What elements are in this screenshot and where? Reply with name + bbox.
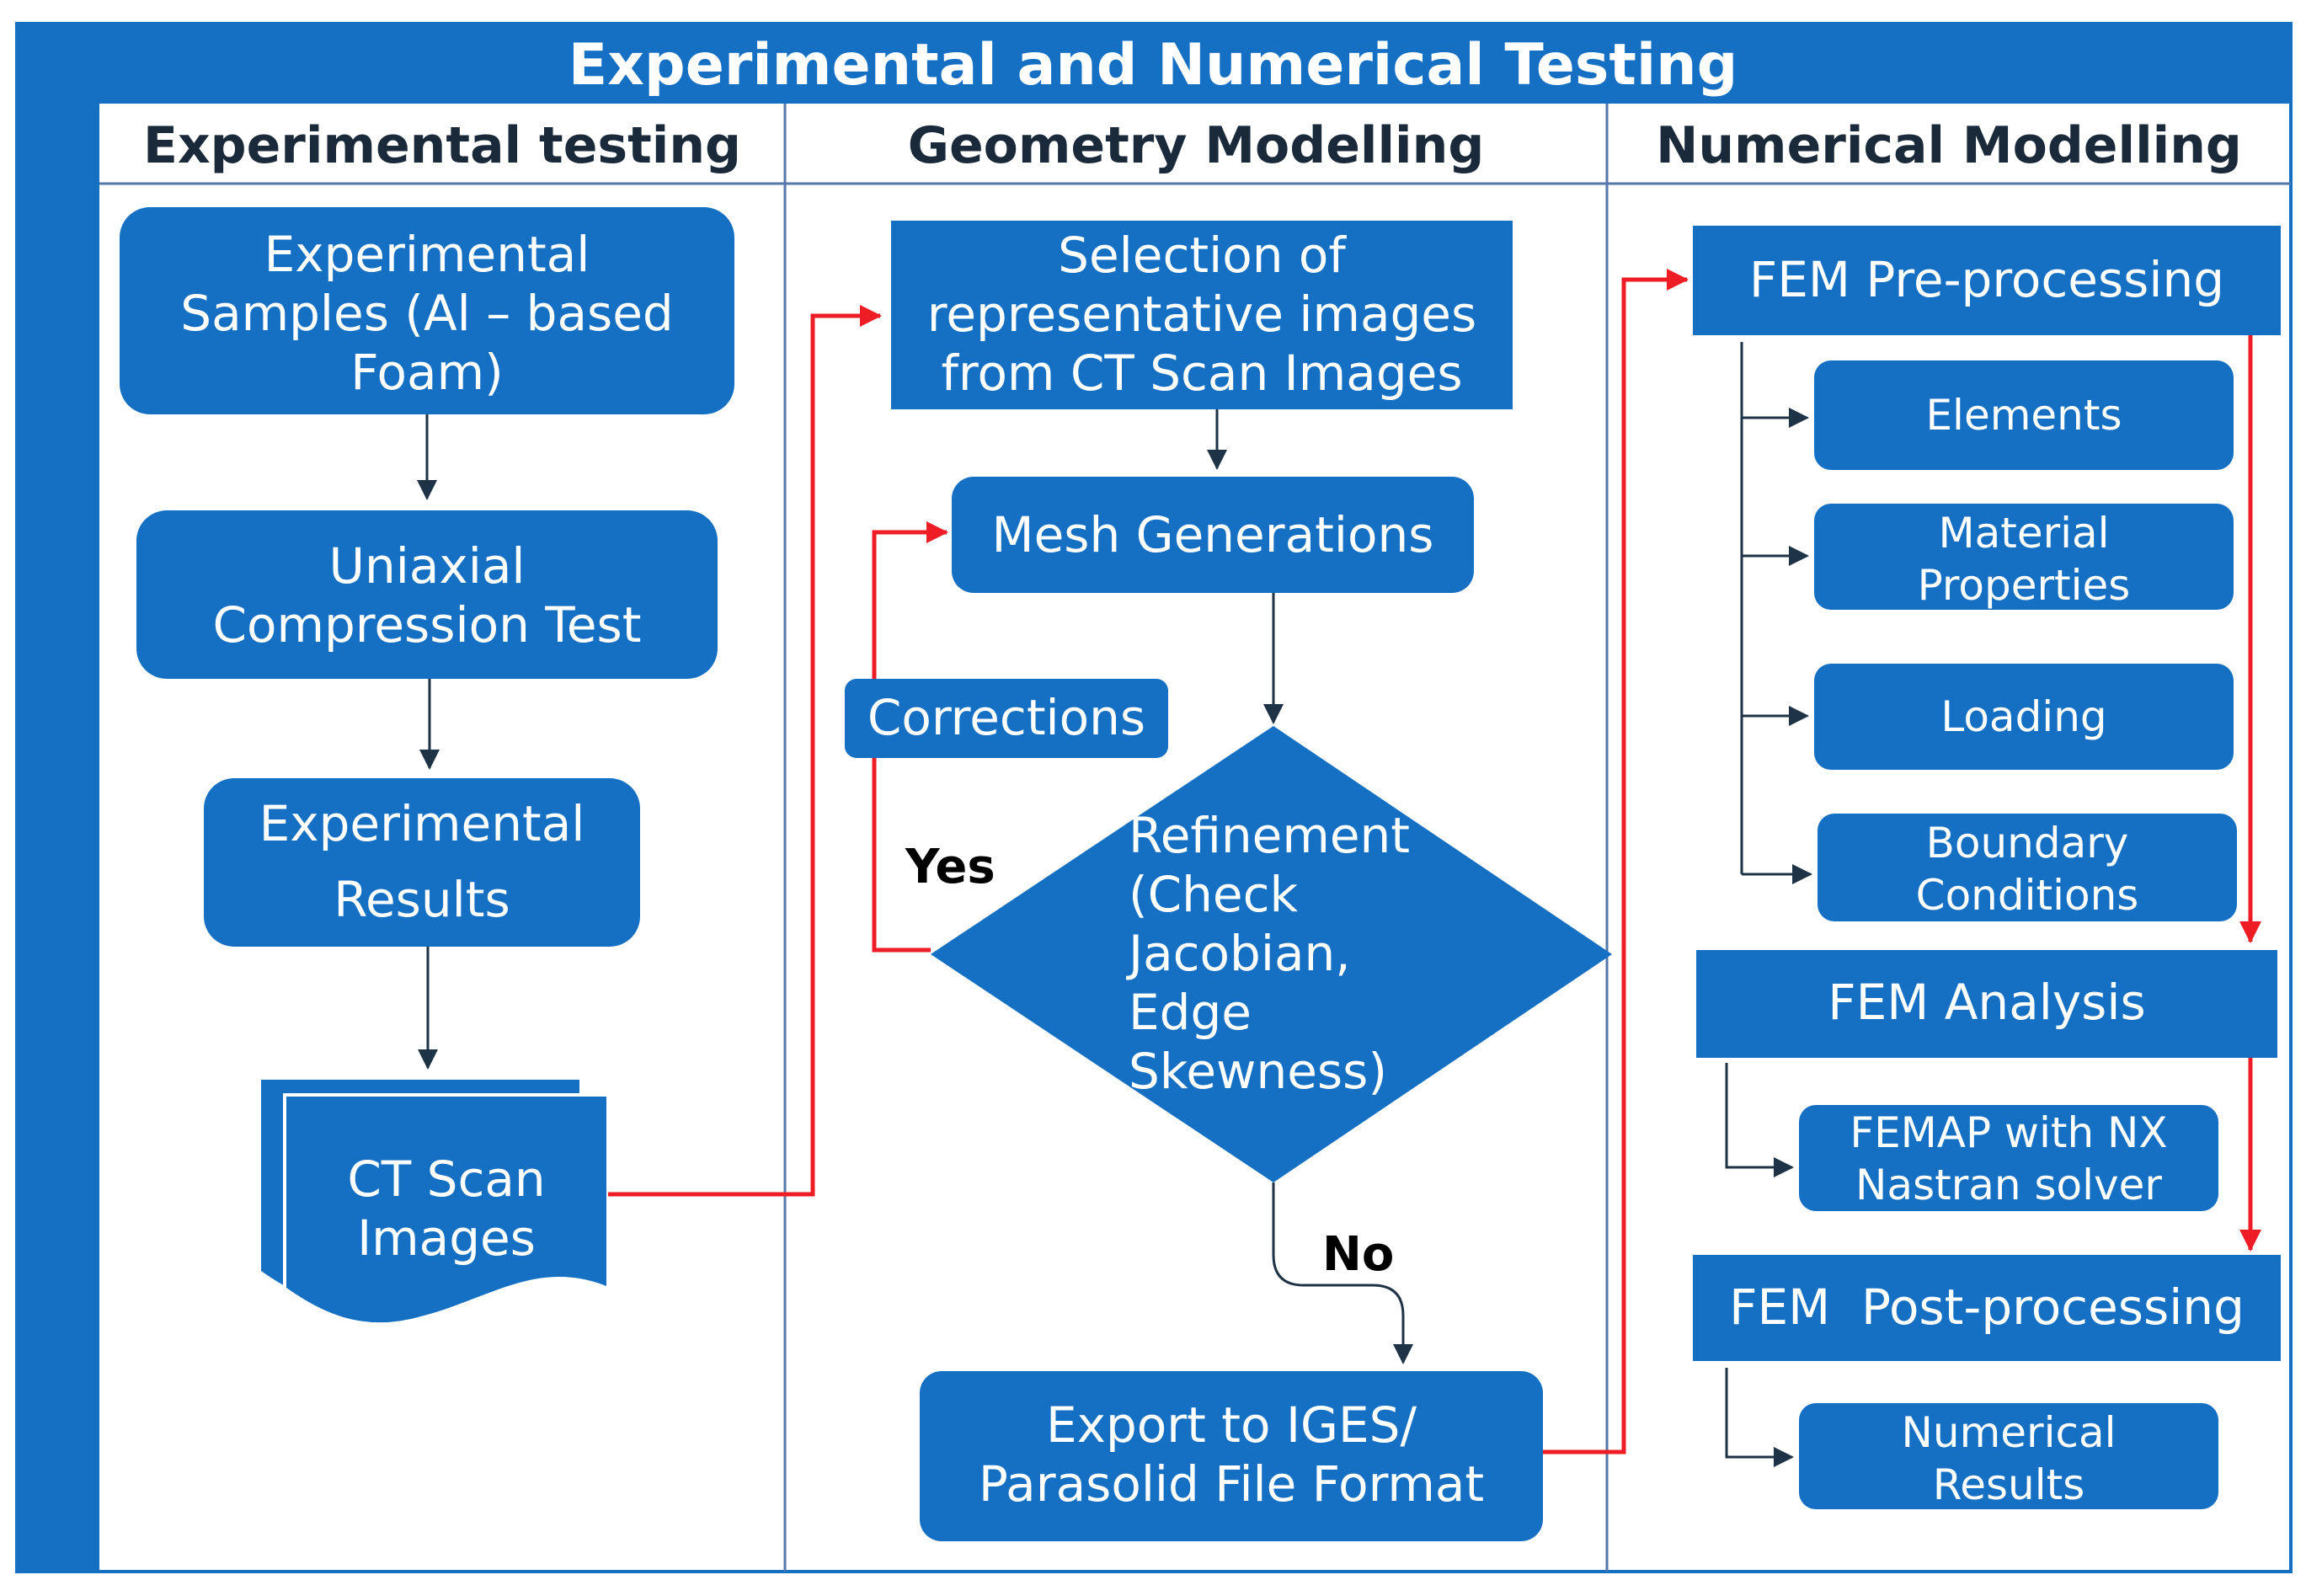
ct-scan-line-2: Images <box>357 1209 536 1267</box>
elements-box <box>1814 360 2234 470</box>
refinement-line-4: Edge <box>1129 984 1252 1041</box>
boundary-conditions-line-2: Conditions <box>1916 871 2139 920</box>
ct-scan-images-document <box>258 1076 610 1326</box>
experimental-results-line-2: Results <box>334 871 510 928</box>
fem-pre-processing-box <box>1693 226 2281 335</box>
experimental-samples-line-2: Samples (Al – based <box>180 285 674 342</box>
loading-box <box>1814 664 2234 770</box>
numerical-results-line-1: Numerical <box>1901 1408 2116 1457</box>
numerical-results-line-2: Results <box>1933 1460 2085 1509</box>
compression-test-line-2: Compression Test <box>212 596 641 654</box>
fem-post-processing-label: FEM Post-processing <box>1729 1278 2245 1336</box>
experimental-samples-line-1: Experimental <box>264 226 590 283</box>
pre-processing-tree-connector <box>1740 342 1812 884</box>
fem-post-processing-box <box>1693 1255 2281 1361</box>
femap-solver-line-1: FEMAP with NX <box>1850 1108 2167 1157</box>
elements-label: Elements <box>1925 391 2122 440</box>
selection-images-line-3: from CT Scan Images <box>941 344 1462 402</box>
corrections-box <box>845 679 1168 758</box>
boundary-conditions-box <box>1818 814 2237 921</box>
material-properties-line-1: Material <box>1938 509 2109 558</box>
column-header-geometry: Geometry Modelling <box>908 116 1485 175</box>
experimental-samples-line-3: Foam) <box>350 344 503 401</box>
experimental-samples-box <box>120 207 734 414</box>
selection-images-box <box>891 221 1513 409</box>
refinement-line-3: Jacobian, <box>1126 925 1351 982</box>
material-properties-line-2: Properties <box>1918 561 2131 610</box>
flow-export-to-pre-processing <box>1541 269 1689 1455</box>
column-header-numerical: Numerical Modelling <box>1656 116 2242 175</box>
compression-test-box <box>136 510 718 679</box>
refinement-line-1: Refinement <box>1129 807 1410 864</box>
title-bar <box>17 24 2291 104</box>
flow-ctscan-to-selection <box>608 305 882 1197</box>
fem-pre-processing-label: FEM Pre-processing <box>1749 251 2224 308</box>
column-header-experimental: Experimental testing <box>143 116 741 175</box>
refinement-decision-diamond <box>931 726 1612 1182</box>
material-properties-box <box>1814 504 2234 610</box>
boundary-conditions-line-1: Boundary <box>1926 819 2129 867</box>
yes-label: Yes <box>905 840 996 894</box>
post-tree-connector <box>1725 1368 1794 1467</box>
selection-images-line-2: representative images <box>927 286 1476 343</box>
femap-solver-box <box>1799 1105 2218 1211</box>
export-line-2: Parasolid File Format <box>979 1455 1484 1513</box>
fem-analysis-box <box>1696 950 2277 1058</box>
femap-solver-line-2: Nastran solver <box>1855 1161 2162 1209</box>
no-label: No <box>1322 1227 1394 1282</box>
corrections-label: Corrections <box>867 689 1145 746</box>
loading-label: Loading <box>1940 692 2106 741</box>
ct-scan-line-1: CT Scan <box>347 1150 545 1208</box>
export-line-1: Export to IGES/ <box>1046 1396 1417 1454</box>
left-lane-bar <box>17 104 99 1572</box>
fem-analysis-label: FEM Analysis <box>1828 974 2145 1031</box>
numerical-results-box <box>1799 1403 2218 1509</box>
refinement-line-2: (Check <box>1129 866 1298 923</box>
refinement-line-5: Skewness) <box>1129 1043 1387 1100</box>
export-box <box>920 1371 1543 1541</box>
mesh-generations-box <box>952 477 1474 593</box>
experimental-results-box <box>204 778 640 947</box>
analysis-tree-connector <box>1725 1063 1794 1177</box>
selection-images-line-1: Selection of <box>1058 227 1347 284</box>
experimental-results-line-1: Experimental <box>259 795 585 852</box>
diagram-title: Experimental and Numerical Testing <box>568 32 1738 99</box>
arrow-refinement-no-to-export <box>1272 1182 1413 1364</box>
mesh-generations-label: Mesh Generations <box>992 506 1434 563</box>
compression-test-line-1: Uniaxial <box>329 537 526 595</box>
